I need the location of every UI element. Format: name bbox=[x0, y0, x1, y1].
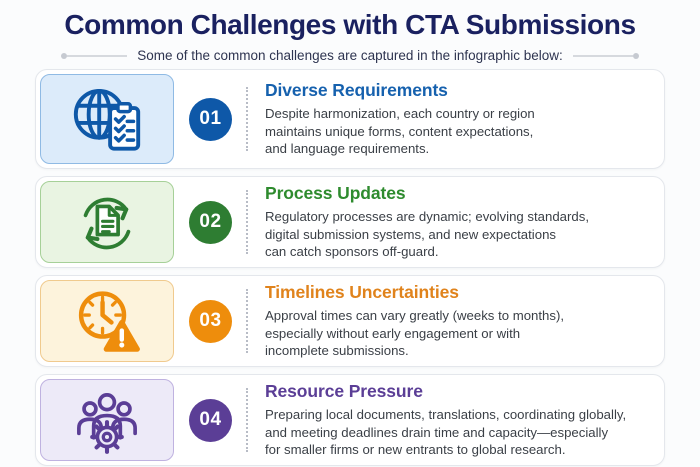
team-gear-icon bbox=[70, 383, 144, 457]
process-refresh-document-icon bbox=[70, 185, 144, 259]
card-process-updates: 02 Process Updates Regulatory processes … bbox=[35, 176, 665, 268]
card-timelines-uncertainties: 03 Timelines Uncertainties Approval time… bbox=[35, 275, 665, 367]
icon-box bbox=[40, 74, 174, 164]
icon-box bbox=[40, 181, 174, 263]
card-description: Regulatory processes are dynamic; evolvi… bbox=[265, 208, 589, 260]
card-description: Despite harmonization, each country or r… bbox=[265, 105, 535, 157]
card-description: Approval times can vary greatly (weeks t… bbox=[265, 307, 565, 359]
left-decor-dot bbox=[61, 52, 68, 59]
card-title: Resource Pressure bbox=[265, 380, 423, 401]
number-badge: 02 bbox=[189, 200, 232, 244]
right-decor-line bbox=[572, 54, 633, 57]
right-decor-dot bbox=[632, 52, 639, 59]
card-title: Timelines Uncertainties bbox=[265, 281, 459, 302]
card-title: Process Updates bbox=[265, 182, 406, 203]
number-badge: 01 bbox=[189, 97, 232, 141]
page-subtitle: Some of the common challenges are captur… bbox=[137, 48, 563, 63]
card-text: Timelines Uncertainties Approval times c… bbox=[265, 282, 664, 361]
card-title: Diverse Requirements bbox=[265, 79, 448, 100]
card-text: Process Updates Regulatory processes are… bbox=[265, 183, 664, 262]
icon-box bbox=[40, 280, 174, 362]
header: Common Challenges with CTA Submissions S… bbox=[0, 0, 700, 63]
dotted-divider bbox=[246, 87, 248, 151]
icon-box bbox=[40, 379, 174, 461]
dotted-divider bbox=[246, 388, 248, 452]
card-text: Resource Pressure Preparing local docume… bbox=[265, 381, 664, 460]
page-title: Common Challenges with CTA Submissions bbox=[64, 9, 636, 40]
card-text: Diverse Requirements Despite harmonizati… bbox=[265, 80, 664, 159]
card-description: Preparing local documents, translations,… bbox=[265, 406, 627, 458]
dotted-divider bbox=[246, 289, 248, 353]
left-decor-line bbox=[67, 54, 128, 57]
dotted-divider bbox=[246, 190, 248, 254]
number-badge: 04 bbox=[189, 398, 232, 442]
card-resource-pressure: 04 Resource Pressure Preparing local doc… bbox=[35, 374, 665, 466]
globe-checklist-icon bbox=[68, 80, 146, 158]
challenge-card-list: 01 Diverse Requirements Despite harmoniz… bbox=[35, 69, 665, 466]
subtitle-row: Some of the common challenges are captur… bbox=[0, 48, 700, 63]
clock-warning-icon bbox=[70, 284, 144, 358]
number-badge: 03 bbox=[189, 299, 232, 343]
card-diverse-requirements: 01 Diverse Requirements Despite harmoniz… bbox=[35, 69, 665, 169]
